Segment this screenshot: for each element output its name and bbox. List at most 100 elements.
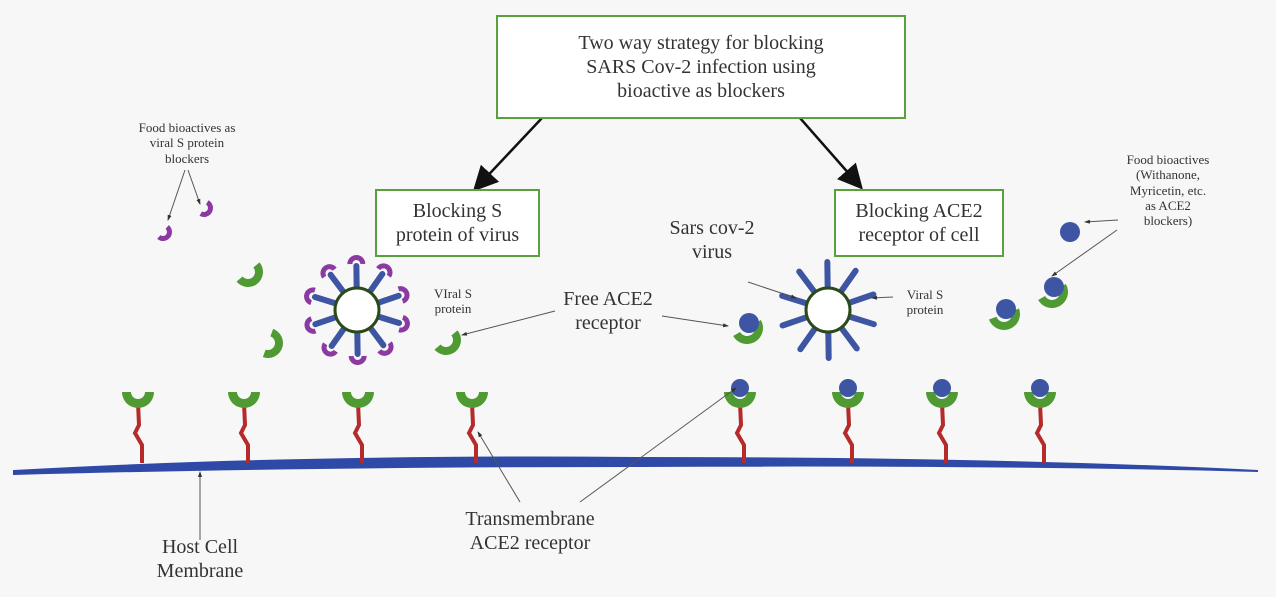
spike-blocker-cap bbox=[377, 341, 394, 356]
blocking-s-protein-box: Blocking S protein of virus bbox=[375, 189, 540, 257]
free-ace2-receptor bbox=[434, 330, 461, 355]
receptor-stem bbox=[936, 402, 948, 463]
spike-blocker-cap bbox=[304, 316, 317, 334]
host-cell-membrane bbox=[13, 456, 1259, 476]
sars-cov-2-virus bbox=[779, 259, 877, 361]
label-line: blockers) bbox=[1143, 213, 1193, 229]
arrow-to-left-box bbox=[472, 117, 543, 192]
spike-blocker-cap bbox=[320, 264, 337, 279]
receptor-stem bbox=[352, 402, 364, 463]
blocker-molecule bbox=[739, 313, 759, 333]
ace2-receptor-head bbox=[832, 392, 864, 408]
left-box-line-2: protein of virus bbox=[395, 224, 520, 246]
ace2-receptor-with-blocker bbox=[1038, 277, 1068, 308]
free-ace2-receptor bbox=[236, 262, 263, 287]
transmembrane-ace2-receptor bbox=[832, 379, 864, 463]
receptor-stem bbox=[734, 402, 746, 463]
label-s-blockers: Food bioactives as viral S protein block… bbox=[112, 120, 262, 166]
label-line: Free ACE2 bbox=[563, 288, 653, 310]
spike-protein bbox=[328, 324, 348, 349]
pointer-viral-s-right bbox=[871, 295, 894, 300]
spike-blocker-cap bbox=[376, 263, 393, 278]
spike-protein bbox=[366, 271, 386, 296]
label-line: Viral S bbox=[906, 287, 944, 302]
spike-protein bbox=[311, 293, 339, 307]
right-box-line-1: Blocking ACE2 bbox=[855, 200, 983, 222]
spike-protein bbox=[327, 271, 347, 296]
spike-protein bbox=[838, 324, 860, 352]
spike-protein bbox=[312, 314, 340, 328]
pointer-sars-virus bbox=[747, 281, 797, 299]
label-line: virus bbox=[692, 240, 732, 263]
label-free-ace2: Free ACE2 receptor bbox=[538, 288, 678, 335]
ace2-receptor-head bbox=[122, 392, 154, 408]
pointer-transmembrane-1 bbox=[477, 431, 521, 503]
label-line: Food bioactives bbox=[1126, 152, 1210, 167]
free-ace2-receptor bbox=[262, 328, 283, 358]
spike-protein bbox=[845, 291, 877, 306]
label-sars-virus: Sars cov-2 virus bbox=[652, 217, 772, 264]
ace2-receptor-head bbox=[724, 392, 756, 408]
pointer-ace2-blocker-1 bbox=[1084, 219, 1119, 224]
receptor-stem bbox=[842, 402, 854, 463]
label-line: ACE2 receptor bbox=[469, 531, 591, 554]
spike-blocker-cap bbox=[304, 287, 316, 306]
label-ace2-blockers: Food bioactives (Withanone, Myricetin, e… bbox=[1098, 152, 1238, 229]
spike-protein bbox=[375, 313, 403, 327]
right-box-line-2: receptor of cell bbox=[858, 224, 980, 246]
label-host-membrane: Host Cell Membrane bbox=[130, 536, 270, 583]
spike-blocker-cap bbox=[398, 314, 410, 333]
label-line: Host Cell bbox=[161, 536, 239, 558]
label-line: as ACE2 bbox=[1145, 197, 1191, 213]
spike-protein bbox=[367, 324, 387, 349]
label-line: (Withanone, bbox=[1135, 167, 1201, 183]
receptor-stem bbox=[238, 402, 250, 463]
label-line: protein bbox=[906, 302, 944, 318]
label-line: Membrane bbox=[156, 559, 244, 582]
receptor-stem bbox=[466, 402, 478, 463]
ace2-receptor-head bbox=[456, 392, 488, 408]
bound-blocker-molecule bbox=[1031, 379, 1049, 397]
spike-blocker-cap bbox=[397, 286, 410, 304]
transmembrane-ace2-receptor bbox=[342, 392, 374, 463]
label-line: VIral S bbox=[434, 286, 472, 301]
pointer-s-blocker-1 bbox=[167, 169, 186, 221]
ace2-receptor-head bbox=[1024, 392, 1056, 408]
ace2-receptor-with-blocker bbox=[733, 313, 763, 344]
label-line: protein bbox=[434, 301, 472, 317]
label-viral-s-left: VIral S protein bbox=[418, 286, 488, 317]
title-line-3: bioactive as blockers bbox=[617, 80, 785, 102]
transmembrane-ace2-receptor bbox=[456, 392, 488, 463]
spike-protein bbox=[837, 267, 859, 296]
title-box: Two way strategy for blocking SARS Cov-2… bbox=[496, 15, 906, 119]
spike-blocker-cap bbox=[321, 342, 338, 357]
receptor-stem bbox=[132, 402, 144, 463]
left-box-line-1: Blocking S bbox=[412, 200, 503, 222]
label-line: Food bioactives as bbox=[138, 120, 236, 135]
pointer-free-ace2-right bbox=[661, 315, 729, 328]
s-protein-blocker bbox=[199, 200, 213, 217]
ace2-receptor-with-blocker bbox=[988, 299, 1020, 330]
sars-cov-2-virus-blocked bbox=[304, 255, 410, 365]
bound-blocker-molecule bbox=[933, 379, 951, 397]
spike-protein bbox=[779, 314, 811, 329]
ace2-receptor-head bbox=[926, 392, 958, 408]
spike-protein bbox=[846, 313, 877, 328]
s-protein-blocker bbox=[157, 225, 172, 241]
transmembrane-ace2-receptor bbox=[1024, 379, 1056, 463]
spike-blocker-cap bbox=[347, 255, 366, 265]
pointer-ace2-blocker-2 bbox=[1051, 229, 1118, 277]
spike-protein bbox=[796, 268, 818, 296]
transmembrane-ace2-receptor bbox=[724, 379, 756, 463]
title-line-2: SARS Cov-2 infection using bbox=[586, 56, 816, 78]
spike-protein bbox=[779, 292, 810, 307]
pointer-transmembrane-2 bbox=[579, 387, 737, 503]
transmembrane-ace2-receptor bbox=[122, 392, 154, 463]
spike-protein bbox=[374, 292, 402, 306]
spike-blocker-cap bbox=[348, 355, 367, 365]
bound-blocker-molecule bbox=[839, 379, 857, 397]
label-line: Transmembrane bbox=[465, 508, 595, 530]
blocker-molecule bbox=[1044, 277, 1064, 297]
receptor-stem bbox=[1034, 402, 1046, 463]
